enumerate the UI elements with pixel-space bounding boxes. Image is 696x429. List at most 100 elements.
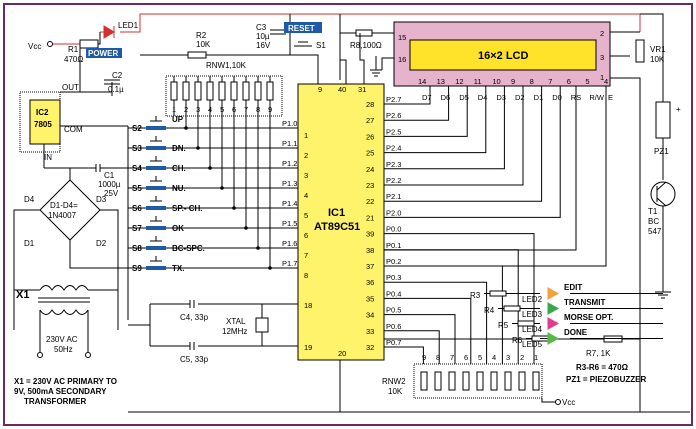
crystal <box>255 317 269 333</box>
ic1-right-pin: 28 <box>366 100 374 109</box>
switch-S7-button[interactable] <box>146 226 166 230</box>
ic1-right-label: P2.1 <box>386 192 401 201</box>
ic1-right-label: P2.4 <box>386 144 401 153</box>
ic1-right-label: P0.6 <box>386 322 401 331</box>
switch-wire <box>128 136 298 149</box>
port0-wire <box>384 281 488 364</box>
r1-value: 470Ω <box>64 55 83 64</box>
buzzer-driver: + PZ1 T1 BC 547 R7, 1K R3-R6 = 470Ω PZ1 … <box>384 13 681 384</box>
led-status-label: EDIT <box>564 283 582 292</box>
ic1-left-label: P1.7 <box>282 259 297 268</box>
rnw2-resistor <box>532 371 540 391</box>
switch-name-S3: DN. <box>172 144 186 153</box>
led-resistor-label: R3 <box>470 291 481 300</box>
lcd-pin-1: 1 <box>600 73 604 82</box>
ic1-left-label: P1.2 <box>282 159 297 168</box>
switch-S6-button[interactable] <box>146 206 166 210</box>
ic1-right-label: P2.7 <box>386 95 401 104</box>
led-3-icon <box>547 302 560 315</box>
lcd-pin-16: 16 <box>398 55 406 64</box>
r7-label: R7, 1K <box>586 349 611 358</box>
power-button[interactable] <box>86 48 122 58</box>
lcd-title: 16×2 LCD <box>478 50 528 62</box>
rnw1-resistor-7 <box>242 81 250 101</box>
ic1-right-label: P2.0 <box>386 208 401 217</box>
ic1-pin-31: 31 <box>358 85 366 94</box>
diagram-border <box>3 3 693 426</box>
lcd-module: 16×2 LCD 15 16 2 3 1 VR1 10K 14D713D612D… <box>381 21 666 412</box>
lcd-bottom-label: D6 <box>441 93 451 102</box>
rnw1-resistor-4 <box>206 81 214 101</box>
switch-wire <box>128 116 298 129</box>
piezo-buzzer <box>655 101 671 139</box>
rnw2-resistor <box>462 371 470 391</box>
switch-S3-button[interactable] <box>146 146 166 150</box>
vr1-label: VR1 <box>650 45 666 54</box>
c5-label: C5, 33p <box>180 355 209 364</box>
ic1-right-label: P2.2 <box>386 176 401 185</box>
rnw2-pin: 3 <box>506 353 510 362</box>
rnw2-resistor <box>476 371 484 391</box>
ic1-right-pin: 37 <box>366 262 374 271</box>
lcd-bottom-pin: 10 <box>492 77 500 86</box>
rnw2-pin: 8 <box>436 353 440 362</box>
rnw2-resistor <box>448 371 456 391</box>
switch-name-S5: NU. <box>172 184 186 193</box>
switch-name-S4: CH. <box>172 164 186 173</box>
lcd-data-wire <box>384 86 543 202</box>
switch-S2-button[interactable] <box>146 126 166 130</box>
led-label: LED4 <box>522 325 543 334</box>
switch-S8-button[interactable] <box>146 246 166 250</box>
reset-section: R2 10K RNW1,10K C3 10µ 16V RESET S1 R8,1… <box>140 14 394 80</box>
led-status-label: DONE <box>564 328 588 337</box>
rnw2-pin: 9 <box>422 353 426 362</box>
ic2-com-label: COM <box>64 125 83 134</box>
d4-label: D4 <box>24 195 35 204</box>
lcd-screen <box>409 39 597 71</box>
lcd-bottom-pin: 8 <box>530 77 534 86</box>
ic1-left-label: P1.1 <box>282 139 297 148</box>
switch-S5-button[interactable] <box>146 186 166 190</box>
ic1-left-pin: 5 <box>304 211 308 220</box>
c2-label: C2 <box>112 71 123 80</box>
lcd-bottom-pin: 14 <box>418 77 426 86</box>
switch-S9-button[interactable] <box>146 266 166 270</box>
ic1-right-pin: 27 <box>366 116 374 125</box>
rnw2-label: RNW2 <box>382 377 406 386</box>
switch-name-S2: UP <box>172 115 184 124</box>
lcd-bottom-label: E <box>608 93 613 102</box>
d1-label: D1 <box>24 239 35 248</box>
led1-label: LED1 <box>118 21 139 30</box>
ic1-right-pin: 34 <box>366 311 374 320</box>
led-status-label: TRANSMIT <box>564 298 605 307</box>
rnw1-resistor-9 <box>266 81 274 101</box>
port0-wire <box>384 297 472 364</box>
led-2-icon <box>547 287 560 300</box>
led-resistor-label: R5 <box>498 321 509 330</box>
ic1-right-label: P0.0 <box>386 225 401 234</box>
d3-label: D3 <box>96 195 107 204</box>
c1-value: 1000µ <box>98 180 121 189</box>
led-label: LED2 <box>522 295 543 304</box>
ic1-left-pin: 7 <box>304 251 308 260</box>
buzzer-note: PZ1 = PIEZOBUZZER <box>566 375 646 384</box>
ic1-microcontroller: IC1 AT89C51 9 40 31 20 P1.01P1.12P1.23P1… <box>282 33 607 412</box>
ic1-port-pins: P2.728P2.627P2.526P2.425P2.324P2.223P2.1… <box>366 86 607 364</box>
port0-wire <box>384 314 456 364</box>
vr1-potentiometer[interactable] <box>635 39 645 63</box>
c3-label: C3 <box>256 23 267 32</box>
reset-button[interactable] <box>284 22 322 33</box>
switch-S4-button[interactable] <box>146 166 166 170</box>
ic1-left-pin: 4 <box>304 191 308 200</box>
r8-label: R8,100Ω <box>350 41 382 50</box>
ic1-right-pin: 22 <box>366 197 374 206</box>
rnw2-resistor <box>420 371 428 391</box>
ic1-left-pin: 6 <box>304 231 308 240</box>
led1-icon <box>100 25 115 39</box>
ic1-right-pin: 26 <box>366 132 374 141</box>
t1-number: 547 <box>648 227 662 236</box>
ic1-right-label: P0.5 <box>386 306 401 315</box>
